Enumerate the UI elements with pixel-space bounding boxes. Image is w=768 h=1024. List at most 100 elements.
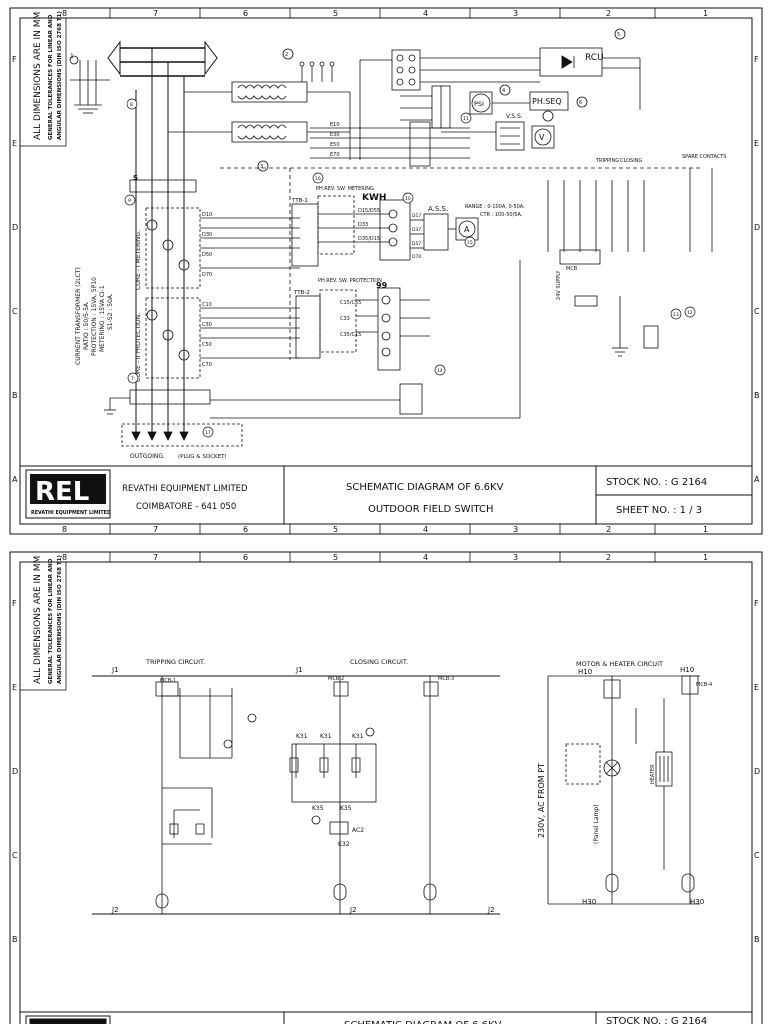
row-label: F	[12, 55, 17, 64]
row-label: E	[754, 683, 759, 692]
col-label: 7	[153, 553, 158, 562]
terminal-label: D37	[412, 227, 421, 233]
callout-bubbles	[124, 98, 696, 438]
stock-number: STOCK NO. : G 2164	[606, 477, 707, 488]
tolerance-note-1: GENERAL TOLERANCES FOR LINEAR AND	[48, 558, 54, 684]
wire-label: C70	[202, 362, 212, 368]
outgoing-label: OUTGOING.	[130, 453, 165, 460]
ac-from-pt-label: 230V, AC FROM PT	[537, 763, 546, 838]
row-label: C	[12, 851, 18, 860]
closing-circuit	[289, 676, 439, 914]
row-label: B	[12, 391, 18, 400]
col-label: 6	[243, 553, 248, 562]
protection-wires	[200, 287, 430, 415]
row-label: D	[754, 767, 760, 776]
rail-j2-mid: J2	[349, 906, 357, 914]
col-label: 8	[62, 9, 67, 18]
wire-label: D70	[202, 272, 212, 278]
wire-label: D30	[202, 232, 212, 238]
relay-label: K32	[338, 841, 350, 848]
row-label: A	[12, 475, 18, 484]
col-label: 2	[606, 525, 611, 534]
wire-label: E70	[330, 152, 340, 158]
col-label: 4	[423, 525, 428, 534]
sheet-2-schematic: 8 7 6 5 4 3 2 1 F E D C B F E D C B ALL …	[9, 551, 763, 1024]
rail-h10-left: H10	[578, 668, 592, 676]
callout-3: 3	[260, 164, 263, 170]
company-city: COIMBATORE - 641 050	[136, 502, 236, 512]
col-label: 1	[703, 525, 708, 534]
row-label: E	[12, 139, 17, 148]
mcb-3-label: MCB-3	[438, 676, 454, 682]
callout-14: 14	[437, 368, 443, 374]
row-label: E	[12, 683, 17, 692]
row-label: B	[754, 391, 760, 400]
drawing-title-line1-sheet2: SCHEMATIC DIAGRAM OF 6.6KV	[344, 1020, 502, 1024]
col-label: 2	[606, 553, 611, 562]
motor-heater-title: MOTOR & HEATER CIRCUIT	[576, 660, 663, 668]
vss-label: V.S.S.	[506, 113, 523, 120]
callout-2: 2	[285, 52, 288, 58]
rail-j1-left: J1	[111, 666, 119, 674]
col-label: 3	[513, 553, 518, 562]
row-label: D	[12, 223, 18, 232]
relay-label: K31	[296, 733, 308, 740]
title-block	[19, 465, 753, 525]
col-label: 7	[153, 9, 158, 18]
callout-7: 7	[131, 376, 134, 382]
row-label: A	[754, 475, 760, 484]
ttb1-label: TTB-1	[291, 198, 308, 204]
col-label: 5	[333, 525, 338, 534]
col-label: 4	[423, 9, 428, 18]
callout-5: 5	[617, 32, 620, 38]
company-name: REVATHI EQUIPMENT LIMITED	[122, 484, 248, 494]
callout-15: 15	[467, 240, 473, 246]
row-label: D	[754, 223, 760, 232]
row-label: C	[12, 307, 18, 316]
ctr-label: CTR : 100-50/5A.	[480, 212, 523, 218]
wire-label: E10	[330, 122, 340, 128]
psi-unit	[400, 84, 511, 129]
wire-label: D50	[202, 252, 212, 258]
mcb-2-label: MCB-2	[328, 676, 344, 682]
col-label: 2	[606, 9, 611, 18]
wire-label: C50	[202, 342, 212, 348]
phase-sequence-unit	[492, 91, 588, 111]
sheet1-inner-border	[19, 17, 753, 525]
callout-8: 8	[130, 102, 133, 108]
panel-lamp-label: (Panel Lamp)	[593, 805, 600, 844]
phrev-protection-label: PH.REV. SW. PROTECTION	[318, 278, 382, 284]
kwh-label: KWH	[362, 193, 386, 203]
ass-label: A.S.S.	[428, 205, 448, 213]
logo-subtext: REVATHI EQUIPMENT LIMITED	[31, 510, 111, 516]
stock-number-sheet2: STOCK NO. : G 2164	[606, 1016, 707, 1024]
core2-label: CORE - II PROTECTION.	[135, 313, 142, 382]
relay-label: AC2	[352, 827, 364, 834]
tolerance-note-2: ANGULAR DIMENSIONS (DIN ISO 2768 T1)	[57, 555, 63, 684]
dimensions-note: ALL DIMENSIONS ARE IN MM	[33, 12, 43, 140]
col-label: 7	[153, 525, 158, 534]
relay-label: K31	[320, 733, 332, 740]
voltmeter-selector	[441, 110, 555, 151]
closing-circuit-title: CLOSING CIRCUIT.	[350, 658, 408, 666]
col-label: 1	[703, 9, 708, 18]
ct-s-mark: S	[133, 174, 138, 182]
terminal-label: D15/D55	[358, 208, 380, 214]
wire-label: E50	[330, 142, 340, 148]
wire-label: C30	[202, 322, 212, 328]
top-fuse-terminals	[299, 61, 361, 160]
rail-j2-right: J2	[487, 906, 495, 914]
row-label: D	[12, 767, 18, 776]
supply-24v-label: 24V SUPPLY	[556, 270, 562, 300]
tolerance-note-2: ANGULAR DIMENSIONS (DIN ISO 2768 T1)	[57, 11, 63, 140]
sheet2-outer-border	[9, 551, 763, 1024]
col-label: 8	[62, 553, 67, 562]
wire-label: E30	[330, 132, 340, 138]
row-label: F	[754, 599, 759, 608]
wire-label: C10	[202, 302, 212, 308]
callout-10: 10	[405, 196, 411, 202]
rail-j1-mid: J1	[295, 666, 303, 674]
tolerance-note-box-2	[19, 561, 67, 691]
callout-11: 11	[463, 116, 469, 122]
callout-12: 12	[687, 310, 693, 316]
